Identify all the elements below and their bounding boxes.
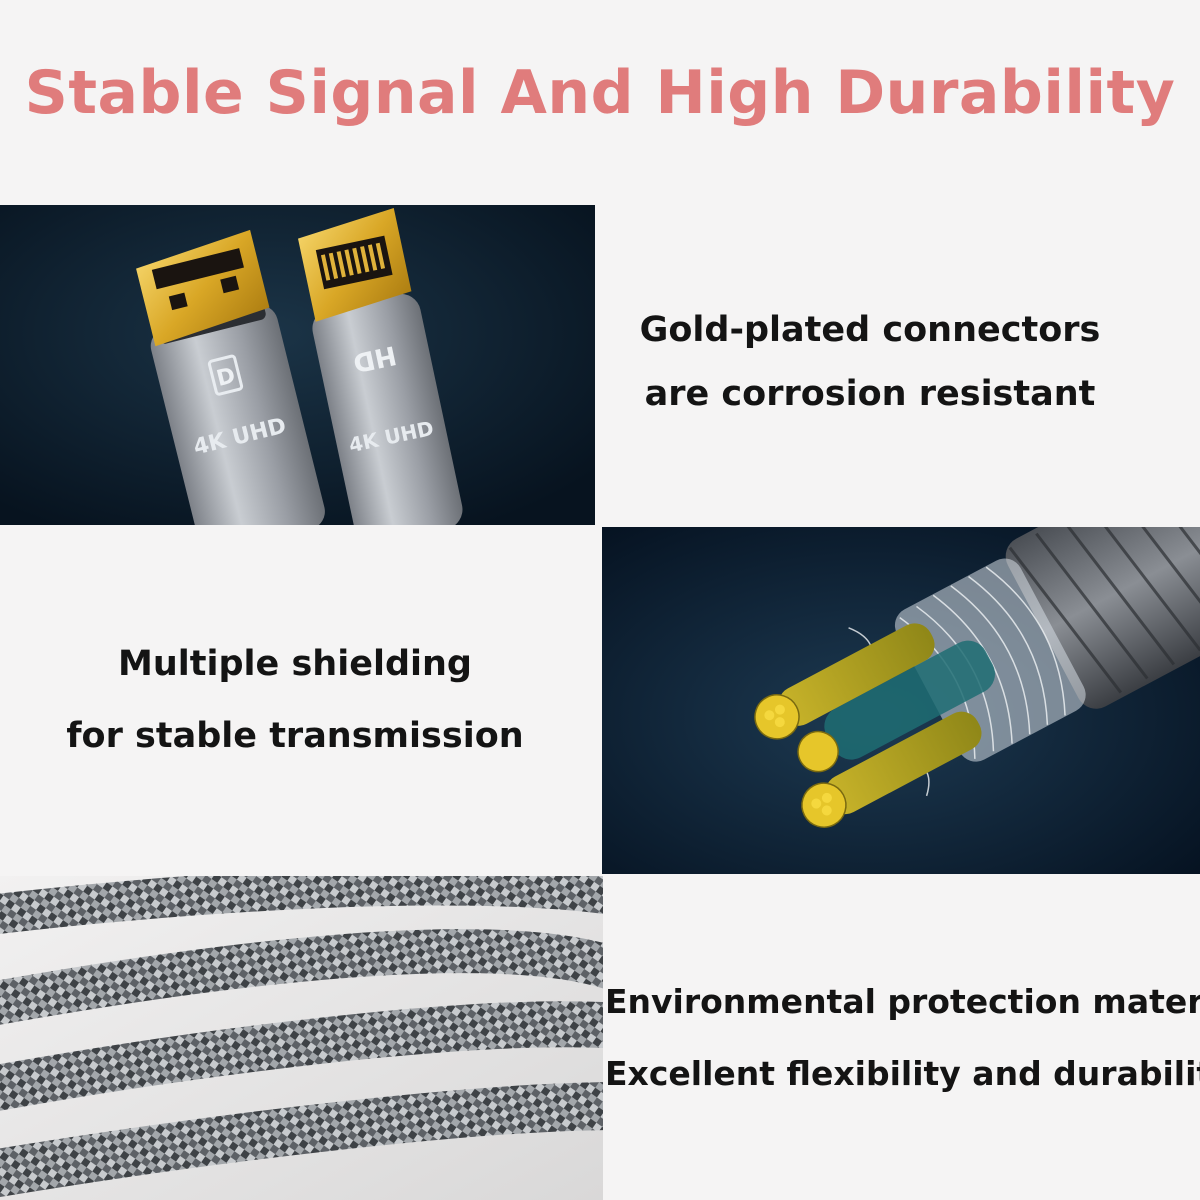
page-title: Stable Signal And High Durability: [24, 58, 1176, 128]
displayport-connector: D 4K UHD: [136, 229, 325, 525]
braided-cable-image: [0, 876, 603, 1200]
feature-line: Multiple shielding: [118, 644, 472, 684]
feature-line: for stable transmission: [66, 716, 524, 756]
dp-logo: D: [214, 363, 238, 392]
feature-line: Excellent flexibility and durability: [605, 1054, 1200, 1093]
feature-line: Environmental protection material: [605, 982, 1200, 1021]
feature-shielding: Multiple shielding for stable transmissi…: [0, 628, 590, 772]
hdmi-connector: HD 4K UHD: [298, 208, 463, 525]
connectors-image: D 4K UHD HD 4K UHD: [0, 205, 595, 525]
feature-line: are corrosion resistant: [644, 374, 1096, 414]
cable-cutaway-image: [602, 527, 1200, 874]
feature-gold-connectors: Gold-plated connectors are corrosion res…: [600, 298, 1140, 426]
feature-line: Gold-plated connectors: [639, 310, 1101, 350]
feature-environmental-material: Environmental protection material Excell…: [605, 966, 1200, 1110]
